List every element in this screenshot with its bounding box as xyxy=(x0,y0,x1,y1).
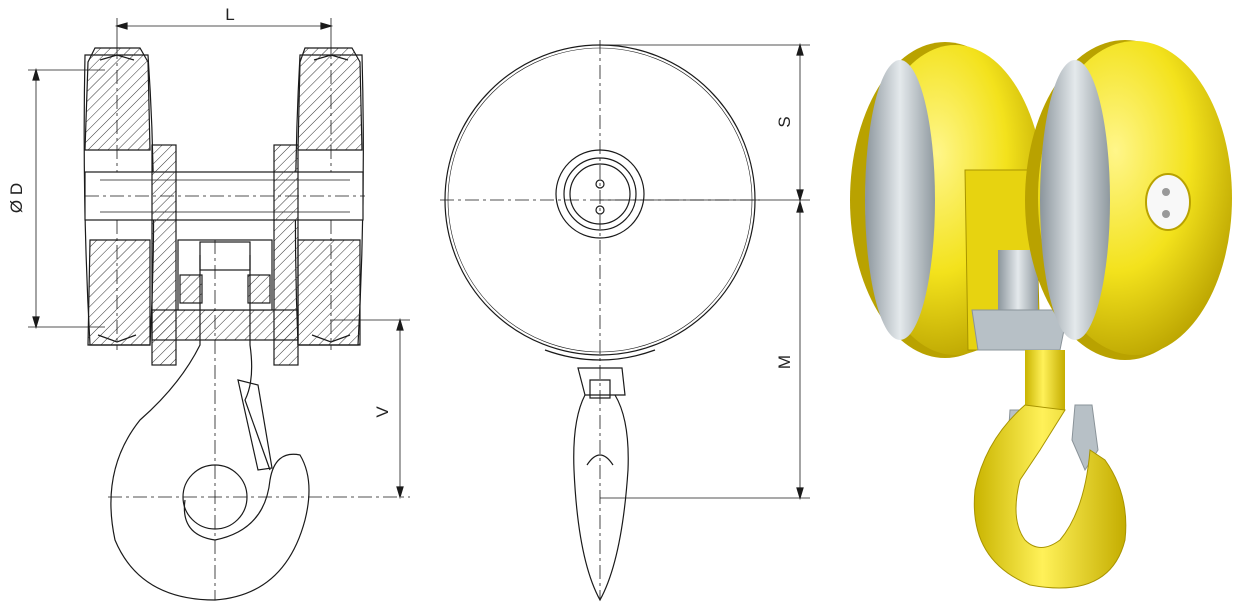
axle-section xyxy=(84,171,365,221)
side-plates-section xyxy=(151,144,299,366)
left-sheave-section xyxy=(83,45,155,350)
side-section-view xyxy=(28,18,410,601)
dimension-M xyxy=(600,199,810,501)
label-V: V xyxy=(373,406,392,418)
hook-body-3d xyxy=(973,404,1127,589)
front-view xyxy=(440,40,810,602)
hub-3d xyxy=(1145,173,1191,231)
bolt-icon xyxy=(595,179,605,189)
bolt-icon xyxy=(595,205,605,215)
dimension-S xyxy=(600,42,810,203)
dimension-V xyxy=(330,317,410,500)
hook-front-outline xyxy=(573,367,629,602)
hook-side-outline xyxy=(108,240,410,601)
crosshead-3d xyxy=(971,309,1069,351)
hook-shank-3d xyxy=(1025,350,1065,410)
dimension-L xyxy=(114,18,334,45)
3d-render-view xyxy=(850,40,1232,589)
bolt-icon xyxy=(1162,210,1170,218)
bolt-icon xyxy=(1162,188,1170,196)
right-sheave-section xyxy=(294,45,364,350)
label-M: M xyxy=(775,355,794,369)
label-S: S xyxy=(775,116,794,127)
label-L: L xyxy=(225,5,234,24)
dimension-D xyxy=(28,67,105,330)
label-D: Ø D xyxy=(7,183,26,213)
